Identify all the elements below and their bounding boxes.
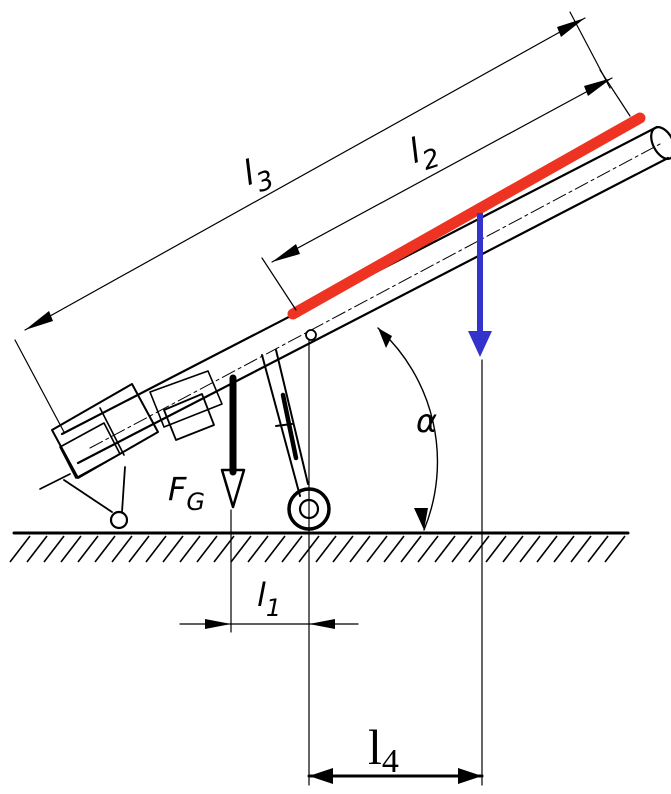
hatch-line [196, 535, 218, 563]
hatch-line [315, 535, 337, 563]
label-l3: l3 [238, 148, 278, 202]
hatch-line [77, 535, 99, 563]
hatch-line [264, 535, 286, 563]
hatch-line [60, 535, 82, 563]
hatch-line [502, 535, 524, 563]
hatch-line [349, 535, 371, 563]
dimension-l4 [307, 768, 484, 784]
angle-alpha [377, 327, 439, 531]
hatch-line [451, 535, 473, 563]
hatch-line [519, 535, 541, 563]
hatch-line [400, 535, 422, 563]
reference-lines [230, 339, 483, 786]
hatch-line [366, 535, 388, 563]
dimension-l3 [14, 11, 611, 433]
conveyor-boom [60, 125, 671, 465]
label-l1: l1 [257, 576, 281, 622]
hatch-line [247, 535, 269, 563]
hatch-line [281, 535, 303, 563]
hatch-line [179, 535, 201, 563]
hatch-line [604, 535, 626, 563]
weight-force-arrow [220, 374, 246, 509]
ground [9, 531, 630, 563]
dimension-l2 [261, 69, 631, 311]
hatch-line [9, 535, 31, 563]
pivot-point [305, 329, 317, 341]
drive-unit [39, 370, 223, 530]
label-l2: l2 [404, 126, 444, 180]
head-pulley [650, 126, 671, 160]
hatch-line [162, 535, 184, 563]
hatch-line [553, 535, 575, 563]
hatch-line [26, 535, 48, 563]
hatch-line [536, 535, 558, 563]
hatch-line [383, 535, 405, 563]
hatch-line [145, 535, 167, 563]
hatch-line [230, 535, 252, 563]
hatch-line [128, 535, 150, 563]
hatch-line [332, 535, 354, 563]
label-fg: FG [168, 470, 205, 516]
dimension-l1 [179, 619, 359, 629]
hatch-line [43, 535, 65, 563]
load-force-arrow [468, 213, 492, 357]
label-l4: l4 [368, 719, 399, 780]
hatch-line [485, 535, 507, 563]
wheel-support [261, 329, 331, 531]
hatch-line [111, 535, 133, 563]
rear-roller [109, 510, 129, 530]
hatch-line [94, 535, 116, 563]
hatch-line [587, 535, 609, 563]
belt-load-line [287, 112, 646, 320]
hatch-line [434, 535, 456, 563]
labels: l3 l2 FG α l1 l4 [168, 126, 444, 780]
ground-hatching [9, 535, 626, 563]
hatch-line [570, 535, 592, 563]
hatch-line [417, 535, 439, 563]
hatch-line [468, 535, 490, 563]
label-alpha: α [416, 402, 437, 440]
